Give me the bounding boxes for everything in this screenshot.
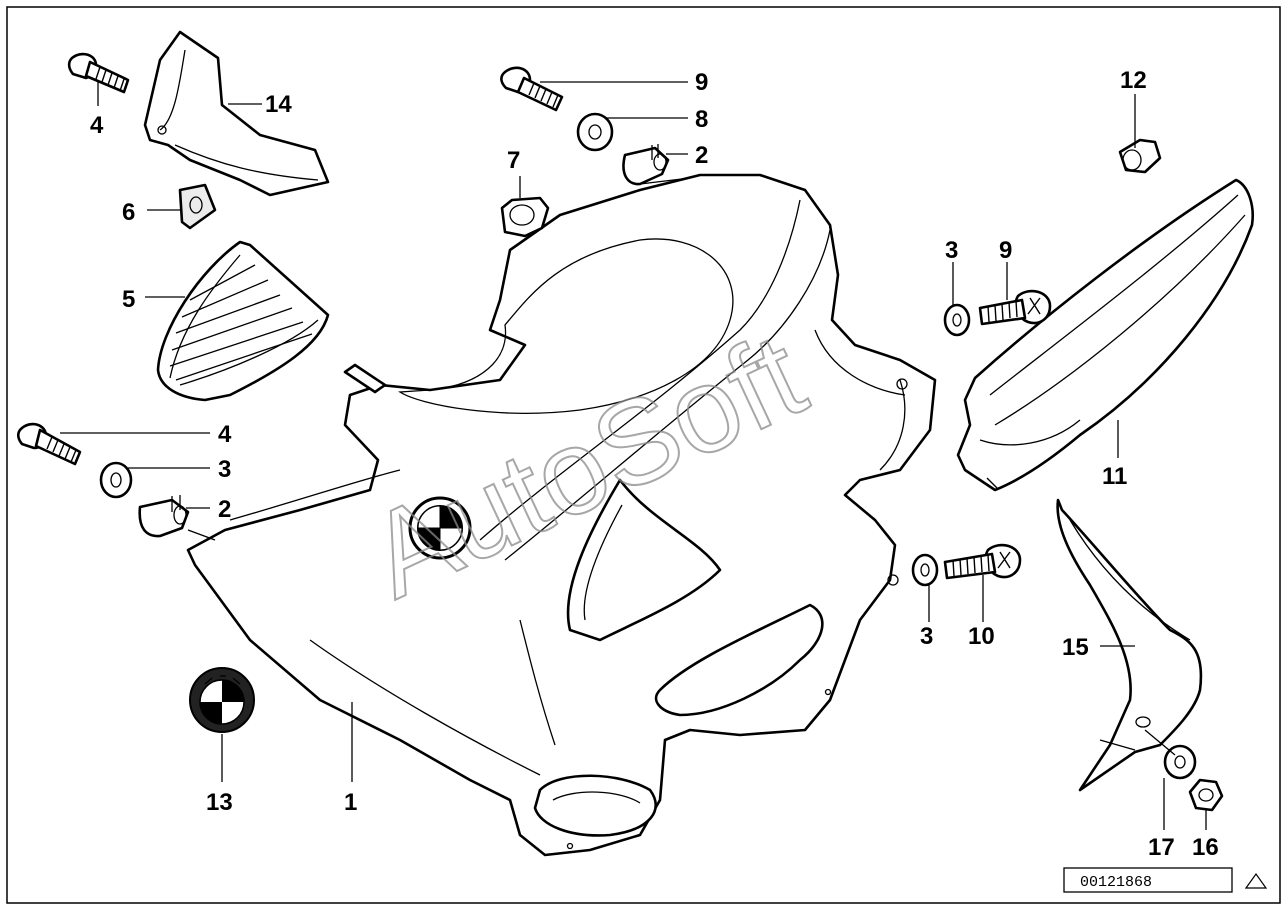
triangle-icon [1244, 872, 1268, 889]
part-8-washer[interactable] [576, 112, 614, 152]
callouts: 1 2 2 3 3 3 4 4 5 6 7 8 9 9 10 11 12 13 … [90, 67, 1219, 861]
callout-11: 11 [1102, 463, 1127, 490]
part-3-washer-lower-right[interactable] [911, 553, 939, 587]
callout-9: 9 [695, 69, 708, 96]
callout-3: 3 [945, 237, 958, 264]
callout-16: 16 [1192, 834, 1219, 861]
part-3-washer-left[interactable] [99, 461, 133, 499]
diagram-frame [6, 6, 1281, 904]
drawing-number: 00121868 [1080, 874, 1152, 891]
callout-12: 12 [1120, 67, 1147, 94]
part-7-grommet[interactable] [500, 196, 550, 238]
part-5-grille[interactable] [156, 240, 330, 402]
bmw-badge-on-fairing [408, 496, 472, 560]
callout-15: 15 [1062, 634, 1089, 661]
callout-3: 3 [920, 623, 933, 650]
callout-7: 7 [507, 147, 520, 174]
callout-1: 1 [344, 789, 357, 816]
fairing-hole-icon [887, 574, 899, 586]
part-17-washer[interactable] [1163, 744, 1197, 780]
part-4-bolt-top[interactable] [67, 52, 130, 94]
callout-3: 3 [218, 456, 231, 483]
part-9-bolt-top[interactable] [500, 66, 564, 112]
part-3-washer-upper-right[interactable] [943, 303, 971, 337]
part-9-bolt-right[interactable] [978, 289, 1052, 326]
part-2-clip-top[interactable] [622, 144, 670, 186]
callout-17: 17 [1148, 834, 1175, 861]
callout-2: 2 [695, 142, 708, 169]
callout-6: 6 [122, 199, 135, 226]
part-16-nut[interactable] [1188, 778, 1224, 812]
callout-10: 10 [968, 623, 995, 650]
fairing-hole-icon [896, 378, 908, 390]
part-4-bolt-left[interactable] [16, 422, 82, 466]
part-15-bracket[interactable] [1056, 498, 1203, 792]
part-10-bolt[interactable] [943, 543, 1022, 580]
part-13-bmw-emblem[interactable] [189, 667, 255, 733]
callout-8: 8 [695, 106, 708, 133]
callout-4: 4 [90, 112, 104, 139]
callout-9: 9 [999, 237, 1012, 264]
part-11-side-panel[interactable] [956, 178, 1254, 492]
callout-13: 13 [206, 789, 233, 816]
part-2-clip-left[interactable] [138, 495, 190, 538]
part-12-grommet[interactable] [1118, 138, 1162, 174]
part-1-fairing[interactable] [186, 173, 937, 857]
callout-2: 2 [218, 496, 231, 523]
callout-14: 14 [265, 91, 292, 118]
part-14-panel[interactable] [143, 30, 330, 197]
callout-4: 4 [218, 421, 232, 448]
callout-5: 5 [122, 286, 135, 313]
leader-lines [60, 80, 1207, 830]
drawing-number-box: 00121868 [1063, 867, 1233, 893]
part-6-clip-nut[interactable] [178, 183, 217, 230]
